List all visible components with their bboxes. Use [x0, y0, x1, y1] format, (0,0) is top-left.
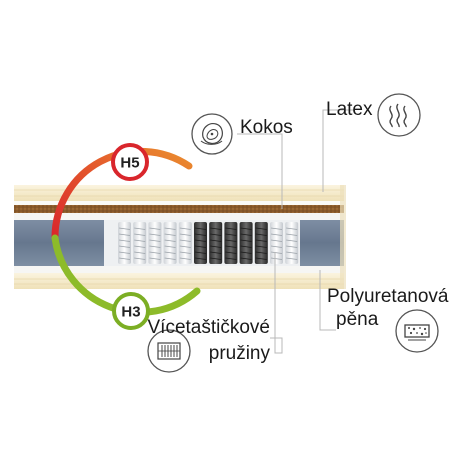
foam-layer-top — [14, 201, 344, 205]
latex-layer-top — [14, 185, 344, 201]
latex-layer-bottom — [14, 273, 344, 289]
hardness-badge-h3: H3 — [112, 292, 150, 330]
hardness-badge-h5: H5 — [111, 143, 149, 181]
hardness-ring: H5 H3 — [51, 143, 201, 330]
hardness-arc-bottom — [51, 234, 201, 316]
springs-icon — [147, 329, 191, 373]
foam-icon — [395, 309, 439, 353]
foam-layer-upper — [14, 213, 344, 220]
springs-label-line1: Vícetaštičkové — [147, 317, 271, 338]
hardness-top-label: H5 — [120, 155, 139, 172]
hardness-arc-top — [51, 147, 193, 242]
polyurethane-label-line1: Polyuretanová — [327, 286, 449, 307]
latex-leader — [322, 109, 355, 192]
coconut-layer — [14, 205, 344, 213]
blue-core-right — [300, 220, 344, 266]
polyurethane-label-line2: pěna — [336, 309, 379, 330]
hardness-bottom-label: H3 — [121, 304, 140, 321]
kokos-leader — [237, 133, 283, 209]
kokos-label: Kokos — [240, 117, 293, 138]
leader-lines — [237, 109, 355, 354]
coconut-icon — [191, 113, 233, 155]
springs-leader — [270, 252, 283, 354]
latex-label: Latex — [326, 99, 373, 120]
latex-waves-icon — [377, 93, 421, 137]
pocket-springs — [118, 222, 299, 264]
polyurethane-leader — [319, 270, 336, 331]
springs-label-line2: pružiny — [208, 343, 270, 364]
foam-layer-lower — [14, 266, 344, 273]
